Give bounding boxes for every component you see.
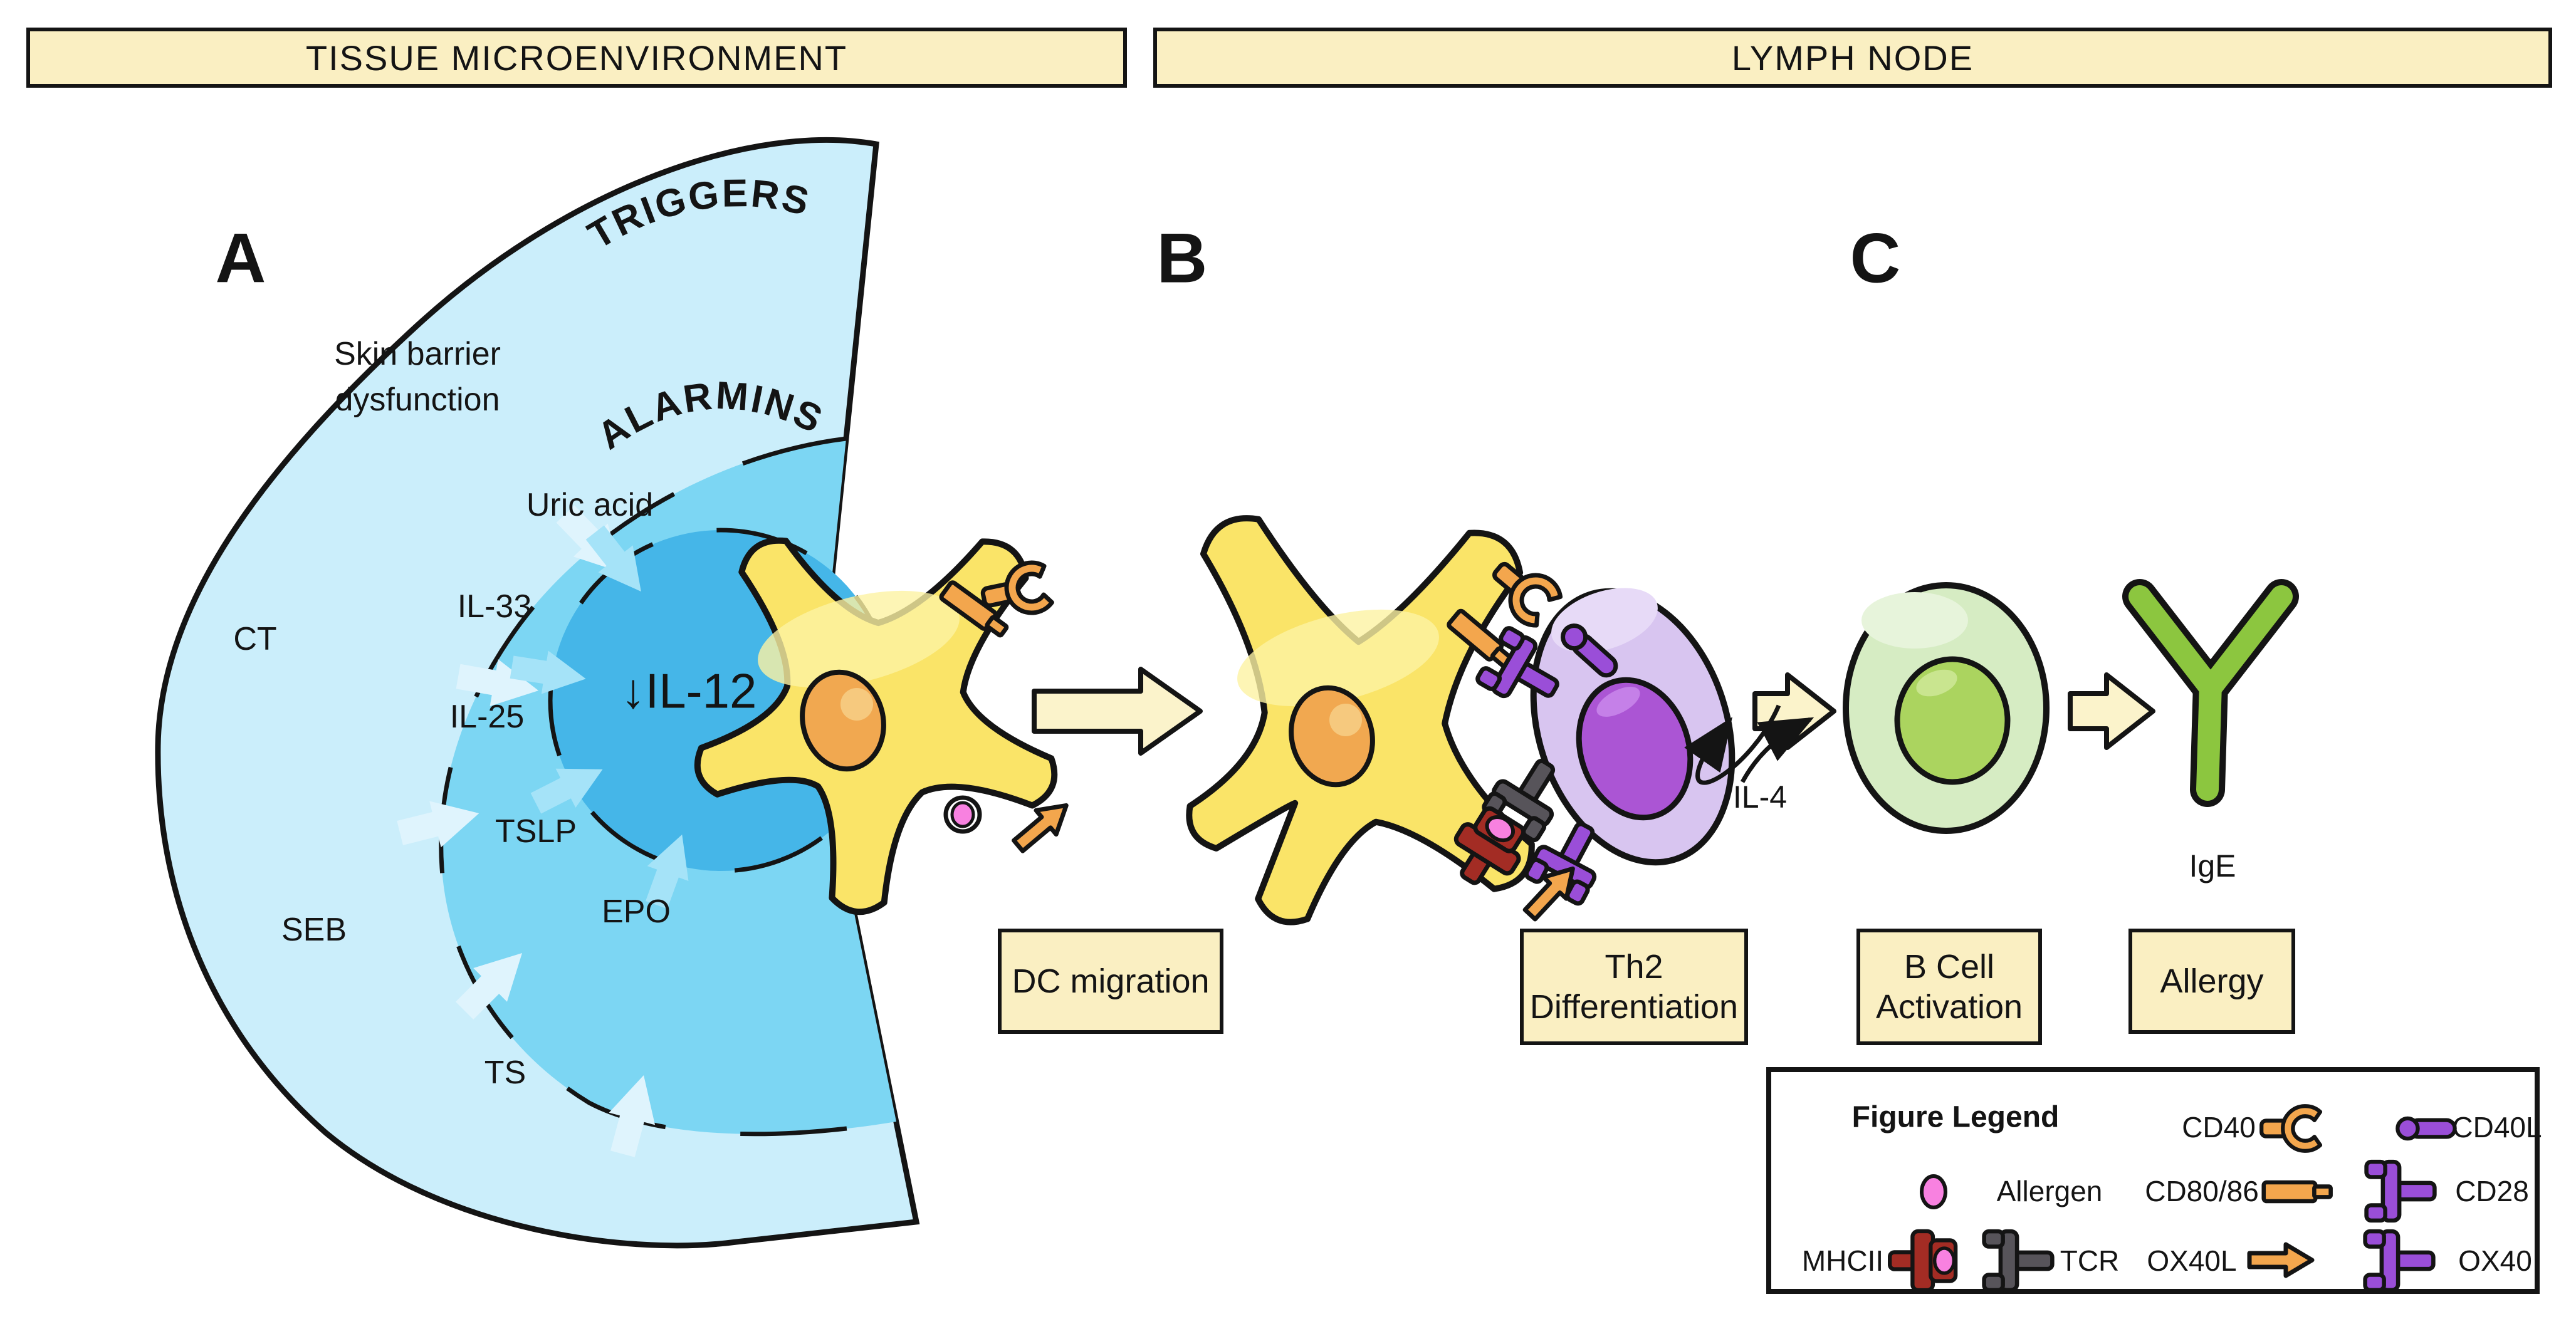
- legend-mhcii-label: MHCII: [1801, 1244, 1884, 1277]
- label-tslp: TSLP: [495, 813, 577, 850]
- ige-antibody: [2122, 579, 2299, 807]
- header-lymph-label: LYMPH NODE: [1731, 38, 1974, 78]
- bcell-to-ige-arrow: [2068, 672, 2155, 750]
- allergen-icon: [1920, 1174, 1947, 1209]
- panel-c-label: C: [1850, 219, 1901, 298]
- label-skin-barrier-line1: Skin barrier: [334, 336, 501, 372]
- step-bcell-label-line2: Activation: [1875, 988, 2023, 1026]
- label-ige: IgE: [2189, 848, 2236, 883]
- th2-to-bcell-arrow: [1752, 672, 1836, 750]
- cd8086-icon: [2252, 1172, 2346, 1212]
- cd28-icon: [2353, 1152, 2448, 1230]
- label-seb: SEB: [281, 912, 347, 948]
- label-il12-core: ↓IL-12: [620, 663, 757, 719]
- dc-migration-arrow: [1032, 667, 1203, 756]
- legend-tcr-label: TCR: [2060, 1244, 2120, 1277]
- ox40l-icon: [2239, 1235, 2327, 1285]
- step-dc-migration: DC migration: [998, 929, 1223, 1034]
- legend-cd40l-label: CD40L: [2452, 1111, 2542, 1144]
- il4-autocrine-arrow: [1684, 704, 1781, 785]
- legend-ox40l-label: OX40L: [2147, 1244, 2237, 1277]
- figure-legend: Figure Legend CD40 CD40L Allergen CD80/8…: [1766, 1067, 2542, 1294]
- panel-a-label: A: [215, 219, 266, 298]
- label-uric-acid: Uric acid: [526, 487, 654, 523]
- label-epo: EPO: [602, 894, 671, 930]
- il4-to-bcell-arrow: [1740, 717, 1814, 783]
- label-skin-barrier-line2: dysfunction: [335, 382, 500, 418]
- label-il4: IL-4: [1732, 779, 1788, 815]
- fan-middle-boundary: [439, 436, 897, 1137]
- step-allergy-label: Allergy: [2160, 962, 2264, 1000]
- label-ct: CT: [233, 621, 277, 657]
- legend-cd8086-label: CD80/86: [2145, 1175, 2259, 1207]
- header-lymph-node: LYMPH NODE: [1153, 28, 2552, 88]
- step-bcell-label-line1: B Cell: [1903, 948, 1995, 986]
- step-th2-differentiation: Th2 Differentiation: [1520, 929, 1748, 1045]
- dendritic-cell-lymph: [1186, 515, 1535, 925]
- allergen-particle: [950, 801, 975, 828]
- label-il33: IL-33: [457, 588, 532, 625]
- step-th2-label-line2: Differentiation: [1529, 988, 1739, 1026]
- step-bcell-activation: B Cell Activation: [1856, 929, 2042, 1045]
- dendritic-cell-tissue-receptors: [940, 560, 1076, 858]
- legend-title: Figure Legend: [1851, 1100, 2060, 1134]
- label-il25: IL-25: [449, 699, 525, 735]
- dendritic-cell-tissue: [694, 537, 1058, 915]
- legend-ox40-label: OX40: [2458, 1244, 2532, 1277]
- label-ts: TS: [484, 1055, 526, 1091]
- b-cell: [1843, 582, 2050, 834]
- legend-cd28-label: CD28: [2455, 1175, 2529, 1207]
- header-tissue-label: TISSUE MICROENVIRONMENT: [305, 38, 848, 78]
- panel-b-label: B: [1156, 219, 1208, 298]
- tcr-icon: [1971, 1222, 2065, 1300]
- ox40-icon: [2352, 1222, 2446, 1300]
- legend-cd40-label: CD40: [2182, 1111, 2256, 1144]
- cd40-icon: [2252, 1093, 2359, 1164]
- header-tissue-microenvironment: TISSUE MICROENVIRONMENT: [26, 28, 1127, 88]
- step-dc-migration-label: DC migration: [1012, 962, 1210, 1000]
- step-allergy: Allergy: [2128, 929, 2295, 1034]
- legend-allergen-label: Allergen: [1996, 1175, 2103, 1207]
- step-th2-label-line1: Th2: [1605, 948, 1663, 986]
